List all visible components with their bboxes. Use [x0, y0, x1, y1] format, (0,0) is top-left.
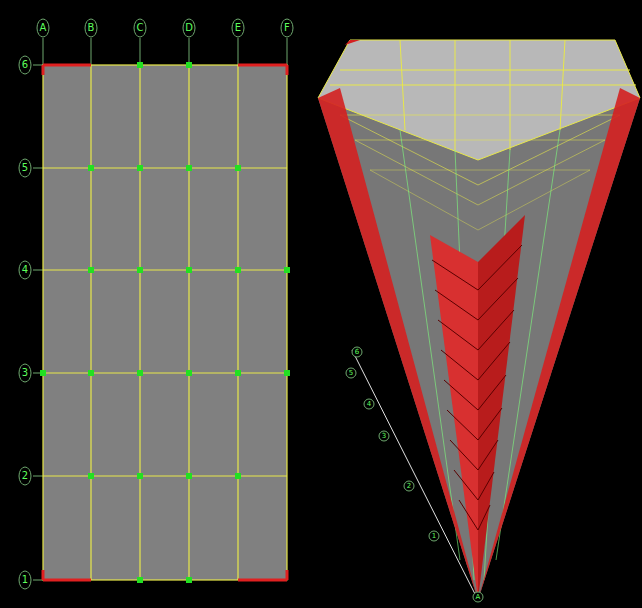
grid-label: 4 — [22, 265, 28, 275]
grid-label: 2 — [22, 471, 28, 481]
grid-label: 4 — [367, 401, 371, 408]
grid-label: F — [284, 23, 290, 33]
grid-leaders — [33, 38, 287, 580]
corner-walls — [318, 40, 640, 600]
grid-label: D — [185, 23, 193, 33]
grid-label: 6 — [22, 60, 28, 70]
grid-label: 3 — [22, 368, 28, 378]
grid-label: A — [476, 594, 481, 601]
grid-label: 5 — [22, 163, 28, 173]
grid-label: A — [40, 23, 47, 33]
grid-label: 6 — [355, 349, 359, 356]
columns — [40, 62, 290, 583]
building-volume — [318, 40, 640, 600]
grid-label: 2 — [407, 483, 411, 490]
floor-slab — [43, 65, 287, 580]
grid-label: C — [137, 23, 144, 33]
grid-bubbles-3d — [346, 347, 483, 602]
grid-label: 1 — [432, 533, 436, 540]
roof-slab — [318, 40, 640, 160]
grid-bubbles — [19, 19, 293, 589]
grid-label: 1 — [22, 575, 28, 585]
grid-label: 5 — [349, 370, 353, 377]
grid-lines — [43, 65, 287, 580]
grid-label: 3 — [382, 433, 386, 440]
core-wall — [430, 215, 525, 600]
shear-walls — [43, 65, 287, 580]
grid-label: E — [235, 23, 241, 33]
grid-label: B — [88, 23, 95, 33]
base-edge — [352, 350, 478, 600]
